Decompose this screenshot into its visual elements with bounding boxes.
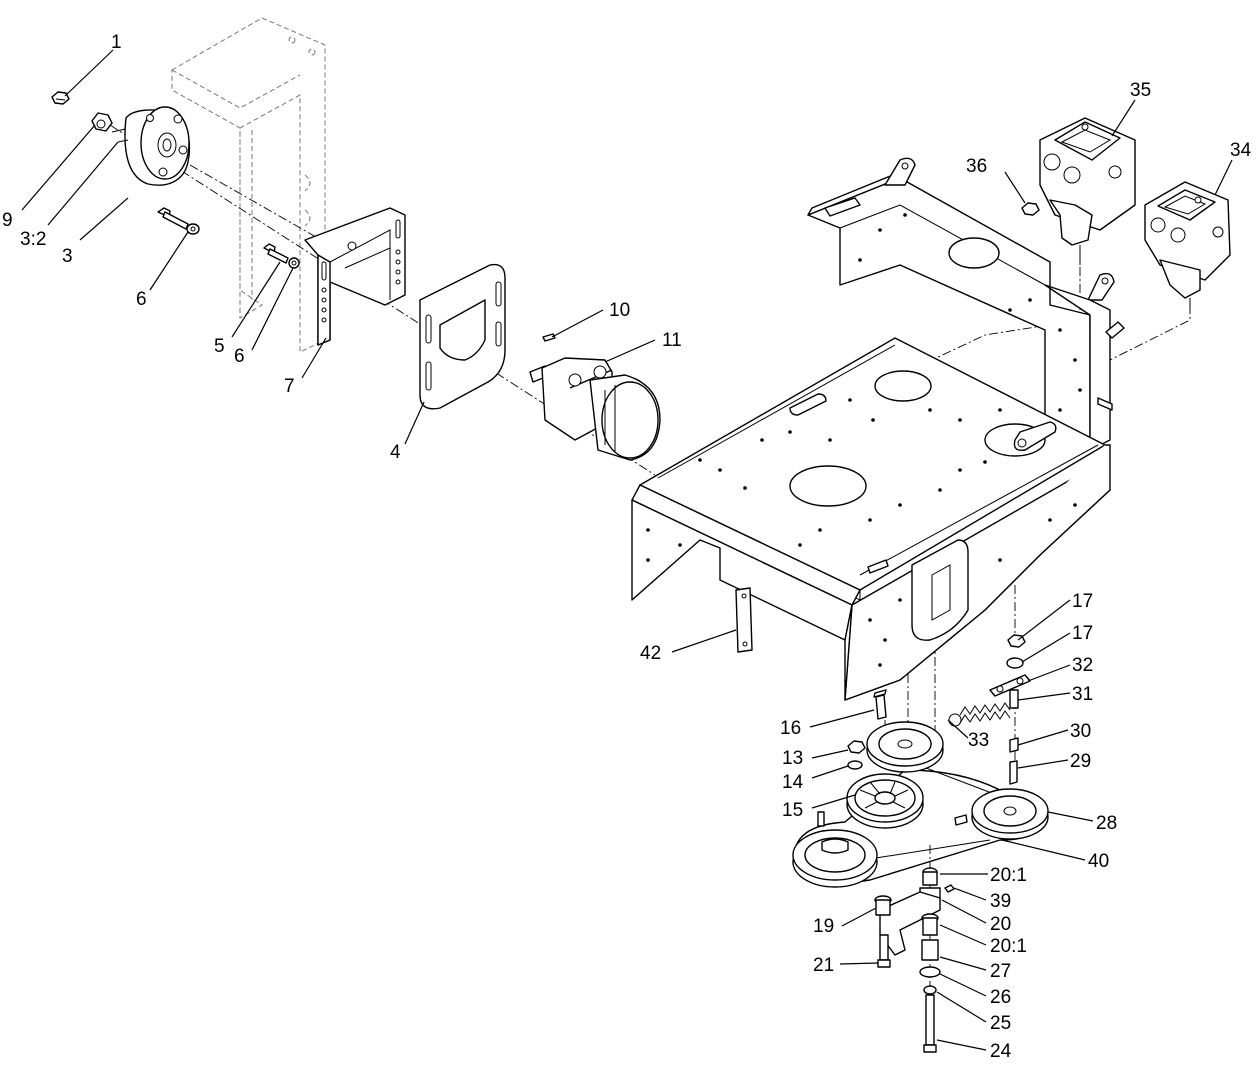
callout-24: 24	[990, 1041, 1012, 1062]
wheel-hub-part-3	[111, 106, 191, 186]
phantom-frame-outline	[171, 17, 326, 353]
idler-arm-hardware	[874, 867, 955, 1053]
callout-17-upper: 17	[1072, 591, 1093, 612]
small-hardware	[847, 689, 1019, 785]
callout-1: 1	[111, 32, 122, 53]
callout-17-lower: 17	[1072, 623, 1093, 644]
hydraulic-pump-part-35	[1039, 117, 1136, 265]
locknut-part-9	[91, 112, 113, 132]
callout-33: 33	[968, 730, 989, 751]
callout-20-1-upper: 20:1	[990, 865, 1027, 886]
main-chassis-frame	[631, 157, 1125, 701]
key-part-10	[542, 333, 556, 342]
strap-part-42	[735, 587, 753, 653]
callout-7: 7	[284, 376, 295, 397]
callout-11: 11	[662, 330, 682, 351]
callout-32: 32	[1072, 655, 1093, 676]
callout-27: 27	[990, 961, 1011, 982]
nut-part-1	[51, 91, 70, 105]
callout-20: 20	[990, 914, 1011, 935]
callout-39: 39	[990, 891, 1011, 912]
bolt-and-washer-part-6	[157, 207, 200, 235]
callout-labels: 1 9 3:2 3 6 5 6 7 4 10 11 36 35 34 42 17…	[2, 32, 1252, 1062]
bolt-and-washer-part-5	[263, 243, 300, 269]
callout-20-1-lower: 20:1	[990, 936, 1027, 957]
callout-34: 34	[1230, 140, 1252, 161]
callout-40: 40	[1088, 851, 1109, 872]
hydraulic-motor-part-11	[529, 357, 661, 461]
callout-5: 5	[214, 336, 225, 357]
callout-14: 14	[782, 772, 804, 793]
callout-16: 16	[780, 718, 801, 739]
callout-29: 29	[1070, 751, 1091, 772]
callout-28: 28	[1096, 813, 1117, 834]
callout-30: 30	[1070, 721, 1091, 742]
callout-36: 36	[966, 156, 987, 177]
chassis-holes	[646, 213, 1082, 667]
callout-10: 10	[609, 300, 630, 321]
callout-26: 26	[990, 987, 1011, 1008]
mounting-bracket-part-7	[304, 207, 406, 346]
callout-21: 21	[813, 955, 834, 976]
spring-hardware	[948, 634, 1031, 727]
callout-35: 35	[1130, 80, 1151, 101]
callout-15: 15	[782, 800, 803, 821]
callout-9: 9	[2, 210, 13, 231]
callout-42: 42	[640, 643, 661, 664]
callout-25: 25	[990, 1013, 1011, 1034]
pulley-drive-assembly	[792, 721, 1049, 888]
leader-lines	[21, 49, 1233, 1051]
callout-6-upper: 6	[136, 289, 147, 310]
callout-13: 13	[782, 748, 803, 769]
callout-4: 4	[390, 442, 401, 463]
callout-6-lower: 6	[234, 346, 245, 367]
callout-31: 31	[1072, 684, 1093, 705]
callout-19: 19	[813, 916, 834, 937]
hydraulic-pump-part-34	[1144, 181, 1231, 310]
callout-3: 3	[62, 246, 73, 267]
motor-plate-part-4	[419, 263, 506, 410]
callout-3-2: 3:2	[20, 229, 46, 250]
nut-part-36	[1021, 202, 1040, 216]
